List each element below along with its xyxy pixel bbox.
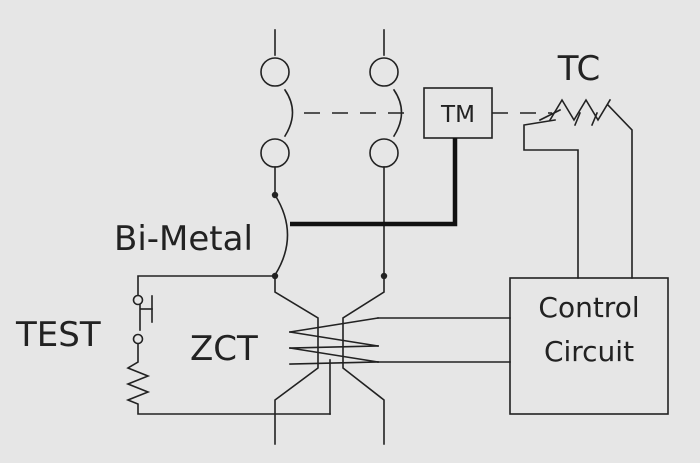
test-label: TEST	[15, 315, 101, 355]
tc-label: TC	[557, 49, 601, 89]
control-label-line2: Circuit	[544, 335, 634, 368]
control-circuit-box: Control Circuit	[509, 277, 669, 415]
zct-coil: ZCT	[190, 317, 511, 369]
bimetal-element	[273, 193, 289, 277]
junction-top-left	[271, 191, 279, 199]
bimetal-label: Bi-Metal	[114, 219, 253, 259]
tc-coil: TC	[523, 49, 633, 279]
left-pole	[260, 29, 294, 196]
tm-bimetal-link	[290, 138, 458, 227]
control-label-line1: Control	[538, 291, 639, 324]
test-circuit: TEST	[15, 275, 331, 415]
right-pole	[369, 29, 403, 279]
zct-label: ZCT	[190, 329, 258, 369]
tm-box: TM	[423, 87, 493, 139]
zct-conductors	[274, 275, 385, 445]
tm-label: TM	[440, 102, 475, 128]
